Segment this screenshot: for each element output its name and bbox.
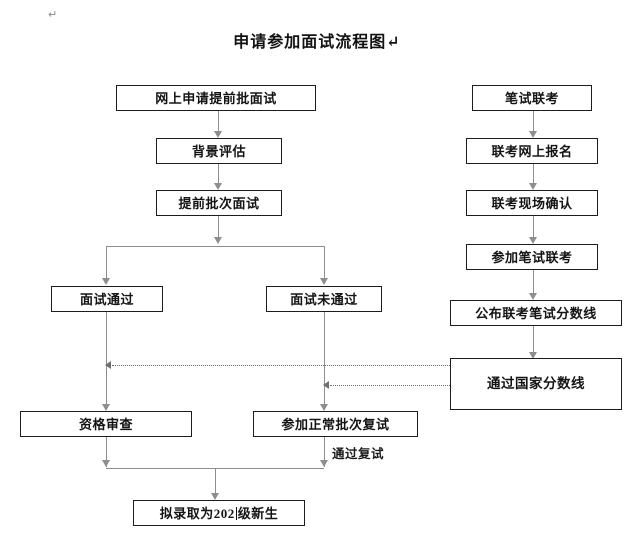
final-label-prefix: 拟录取为202 [159, 505, 235, 521]
node-online-apply[interactable]: 网上申请提前批面试 [116, 85, 316, 111]
connector-reexam-to-merge [324, 437, 325, 467]
node-background-eval[interactable]: 背景评估 [156, 138, 282, 164]
arrowhead-interview-to-split [213, 237, 222, 244]
arrowhead-dotted-to-failed-path [323, 381, 329, 389]
connector-apply-to-eval [218, 111, 219, 132]
node-early-batch-interview[interactable]: 提前批次面试 [156, 190, 282, 216]
connector-failed-to-reexam [324, 312, 325, 407]
arrowhead-split-right [319, 278, 328, 285]
arrowhead-eval-to-interview [213, 183, 222, 190]
dotted-connector-to-failed-path [330, 385, 450, 386]
dotted-connector-to-passed-path [112, 365, 450, 366]
connector-review-to-merge [106, 437, 107, 467]
arrowhead-review-to-merge [101, 460, 110, 467]
node-publish-score-line[interactable]: 公布联考笔试分数线 [450, 300, 622, 326]
connector-split-right [324, 246, 325, 279]
edge-label-pass-reexam: 通过复试 [332, 447, 385, 461]
connector-r3-r4 [533, 216, 534, 238]
node-interview-failed[interactable]: 面试未通过 [266, 286, 382, 312]
final-label-suffix: 级新生 [237, 505, 279, 521]
arrowhead-dotted-to-passed-path [105, 361, 111, 369]
connector-merge-to-final [215, 468, 216, 494]
node-written-joint-exam[interactable]: 笔试联考 [472, 85, 592, 111]
arrowhead-passed-to-review [101, 404, 110, 411]
node-joint-online-register[interactable]: 联考网上报名 [466, 138, 598, 164]
node-qualification-review[interactable]: 资格审查 [20, 411, 192, 437]
connector-r5-r6 [533, 326, 534, 353]
page-title: 申请参加面试流程图↵ [233, 34, 401, 51]
node-normal-batch-reexam[interactable]: 参加正常批次复试 [253, 411, 418, 437]
arrowhead-r4-r5 [528, 293, 537, 300]
connector-split-left [106, 246, 107, 279]
arrowhead-r3-r4 [528, 237, 537, 244]
text-caret [235, 506, 237, 520]
arrowhead-r1-r2 [528, 131, 537, 138]
arrowhead-reexam-to-merge [319, 460, 328, 467]
connector-r2-r3 [533, 164, 534, 184]
arrowhead-r2-r3 [528, 183, 537, 190]
arrowhead-split-left [101, 278, 110, 285]
node-joint-onsite-confirm[interactable]: 联考现场确认 [466, 190, 598, 216]
connector-eval-to-interview [218, 164, 219, 184]
connector-r1-r2 [533, 111, 534, 132]
connector-r4-r5 [533, 270, 534, 294]
connector-passed-to-review [106, 312, 107, 407]
node-pass-national-line[interactable]: 通过国家分数线 [450, 358, 622, 410]
connector-interview-to-split [218, 216, 219, 238]
connector-split-bar [106, 246, 324, 247]
arrowhead-r5-r6 [528, 352, 537, 359]
node-interview-passed[interactable]: 面试通过 [51, 286, 163, 312]
arrowhead-merge-to-final [210, 493, 219, 500]
node-attend-written-exam[interactable]: 参加笔试联考 [466, 244, 598, 270]
arrowhead-failed-to-reexam [319, 404, 328, 411]
arrowhead-apply-to-eval [213, 131, 222, 138]
paragraph-mark-top: ↵ [48, 8, 58, 21]
